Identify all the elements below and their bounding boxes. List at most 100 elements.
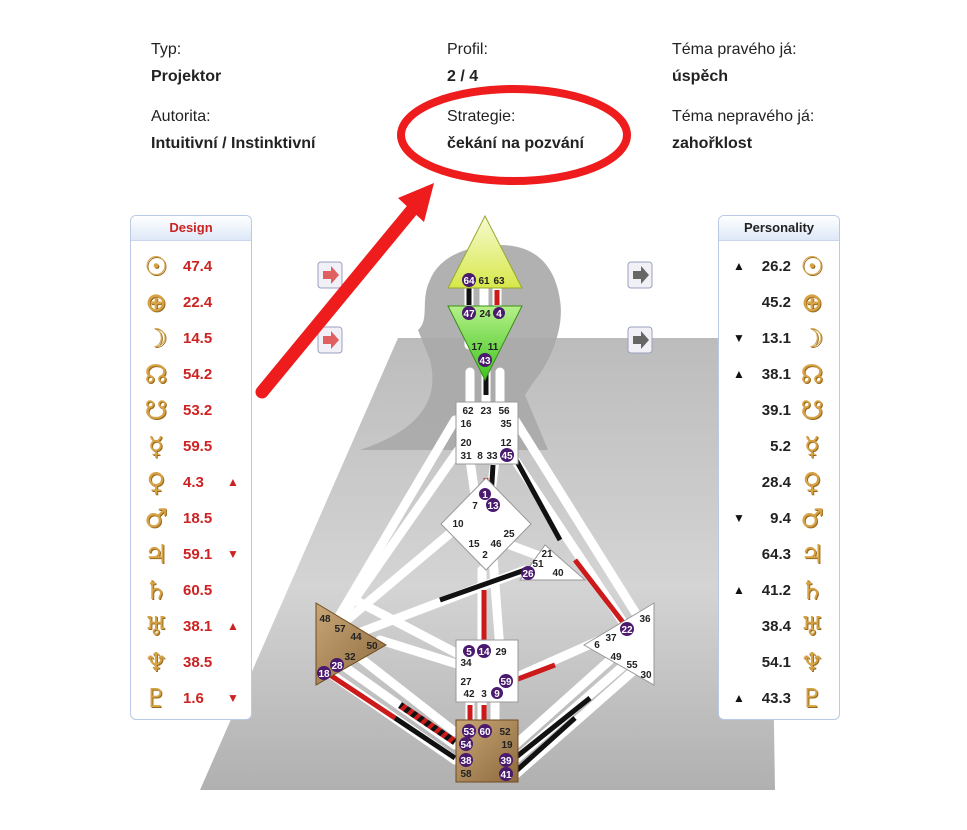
gate-31: 31 [460,451,472,462]
north-node-icon: ☊ [800,360,824,390]
gate-23: 23 [480,406,492,417]
gate-50: 50 [366,641,378,652]
mars-icon: ♂ [144,504,168,534]
gate-58: 58 [460,769,472,780]
heart-center [519,544,587,581]
design-row: ☿59.5 [131,430,251,464]
personality-value: 26.2 [761,258,791,275]
moon-icon: ☽ [144,324,168,354]
north-node-icon: ☊ [144,360,168,390]
design-value: 47.4 [183,258,213,275]
design-arrow-top-icon[interactable] [317,261,343,289]
gate-63: 63 [493,276,505,287]
earth-icon: ⊕ [801,288,823,318]
direction-arrow-icon: ▲ [733,583,745,597]
gate-43: 43 [479,356,491,367]
personality-value: 38.4 [761,618,791,635]
not-self-value: zahořklost [672,135,753,152]
gate-24: 24 [479,309,491,320]
true-self-value: úspěch [672,68,729,85]
mercury-icon: ☿ [148,432,164,462]
design-value: 38.1 [183,618,213,635]
not-self-info: Téma nepravého já: zahořklost [672,108,814,153]
true-self-info: Téma pravého já: úspěch [672,41,797,86]
personality-value: 41.2 [761,582,791,599]
personality-row: ☿5.2 [719,430,839,464]
uranus-icon: ♅ [800,612,824,642]
type-label: Typ: [151,41,182,58]
gate-6: 6 [594,640,600,651]
gate-61: 61 [478,276,490,287]
design-value: 38.5 [183,654,213,671]
gate-12: 12 [500,438,512,449]
jupiter-icon: ♃ [800,540,824,570]
design-value: 14.5 [183,330,213,347]
personality-row: ☽13.1▼ [719,322,839,356]
gate-35: 35 [500,419,512,430]
personality-row: ♀28.4 [719,466,839,500]
gate-34: 34 [460,658,472,669]
gate-11: 11 [488,342,499,353]
design-value: 4.3 [183,474,204,491]
south-node-icon: ☋ [144,396,168,426]
gate-7: 7 [472,501,478,512]
personality-row: ⊕ 45.2 [719,286,839,320]
personality-arrow-top-icon[interactable] [627,261,653,289]
design-value: 59.1 [183,546,213,563]
personality-title: Personality [719,216,839,241]
gate-40: 40 [552,568,564,579]
gate-33: 33 [486,451,498,462]
gate-37: 37 [605,633,617,644]
south-node-icon: ☋ [800,396,824,426]
personality-value: 39.1 [761,402,791,419]
personality-value: 9.4 [770,510,791,527]
gate-20: 20 [460,438,472,449]
design-row: ☋ 53.2 [131,394,251,428]
sun-icon: ☉ [144,252,168,282]
gate-22: 22 [621,625,633,636]
gate-36: 36 [639,614,651,625]
gate-30: 30 [640,670,652,681]
solar-plexus-center [583,602,655,686]
authority-label: Autorita: [151,108,211,125]
profile-value: 2 / 4 [447,68,479,85]
personality-value: 45.2 [761,294,791,311]
direction-arrow-icon: ▲ [733,367,745,381]
design-value: 54.2 [183,366,213,383]
design-row: ☊ 54.2 [131,358,251,392]
profile-label: Profil: [447,41,488,58]
profile-info: Profil: 2 / 4 [447,41,488,86]
design-row: ♅38.1▲ [131,610,251,644]
gate-18: 18 [318,669,330,680]
design-row: ⊕22.4 [131,286,251,320]
design-value: 53.2 [183,402,213,419]
head-silhouette [360,245,561,450]
design-arrow-bottom-icon[interactable] [317,326,343,354]
personality-row: ♇43.3▲ [719,682,839,716]
uranus-icon: ♅ [144,612,168,642]
gate-28: 28 [331,661,343,672]
authority-value: Intuitivní / Instinktivní [151,135,316,152]
design-panel: Design ☉47.4⊕22.4☽14.5☊54.2☋53.2☿59.5♀4.… [130,215,252,720]
gate-25: 25 [503,529,515,540]
saturn-icon: ♄ [144,576,168,606]
personality-value: 28.4 [761,474,791,491]
gate-4: 4 [496,309,502,320]
moon-icon: ☽ [800,324,824,354]
neptune-icon: ♆ [800,648,824,678]
direction-arrow-icon: ▲ [227,475,239,489]
gate-45: 45 [501,451,513,462]
gate-44: 44 [350,632,362,643]
personality-arrow-bottom-icon[interactable] [627,326,653,354]
gate-60: 60 [479,727,491,738]
design-value: 1.6 [183,690,204,707]
strategy-info: Strategie: čekání na pozvání [447,108,584,153]
direction-arrow-icon: ▼ [227,547,239,561]
gate-59: 59 [500,677,512,688]
gate-14: 14 [478,647,490,658]
design-value: 22.4 [183,294,213,311]
type-value: Projektor [151,68,222,85]
true-self-label: Téma pravého já: [672,41,797,58]
gate-21: 21 [541,549,553,560]
